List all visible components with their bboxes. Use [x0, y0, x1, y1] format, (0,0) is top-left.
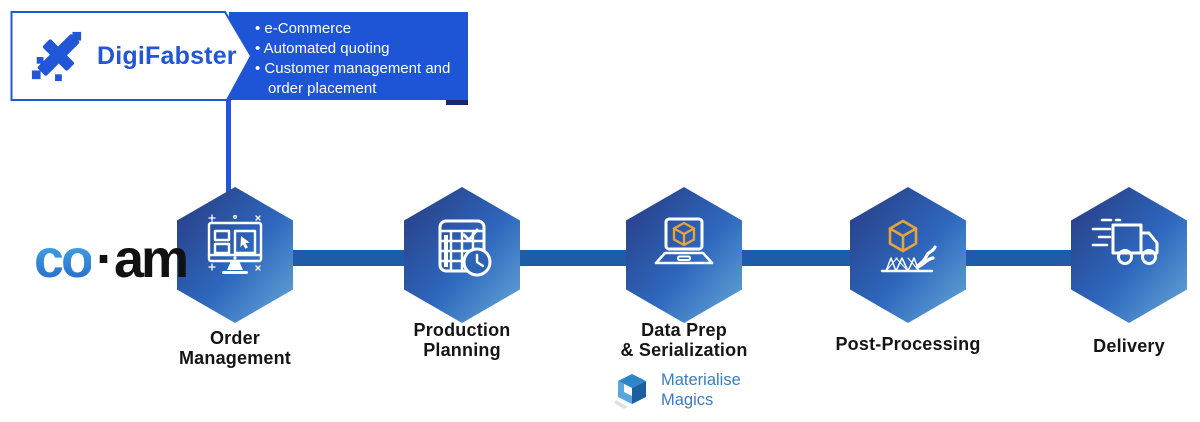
coam-logo-co: co: [34, 229, 94, 289]
hexagon-production-planning: [404, 187, 520, 323]
digifabster-pixel-x-icon: [31, 31, 82, 82]
callout-connector-line: [226, 98, 231, 193]
materialise-magics-logo: Materialise Magics: [614, 370, 741, 410]
coam-logo: co·am: [34, 228, 189, 290]
hexagon-delivery: [1071, 187, 1187, 323]
step-label-order-management: Order Management: [178, 328, 292, 368]
digifabster-wordmark: DigiFabster: [97, 41, 237, 70]
laptop-cube-icon: [654, 217, 714, 265]
digifabster-logo: DigiFabster: [30, 28, 237, 84]
coam-logo-am: am: [114, 229, 189, 289]
digifabster-features-panel: e-Commerce Automated quoting Customer ma…: [229, 12, 468, 100]
feature-item: Automated quoting: [255, 39, 462, 59]
magics-wordmark: Materialise Magics: [661, 370, 741, 410]
features-list: e-Commerce Automated quoting Customer ma…: [255, 19, 462, 99]
hexagon-post-processing: [850, 187, 966, 323]
hexagon-data-prep: [626, 187, 742, 323]
monitor-icon: [207, 214, 263, 274]
magics-cube-icon: [614, 374, 646, 409]
digifabster-callout-box: [10, 11, 253, 101]
coam-logo-dot: ·: [96, 229, 114, 289]
calendar-clock-icon: [438, 219, 492, 277]
feature-item: Customer management and order placement: [255, 59, 462, 99]
magics-wordmark-line1: Materialise: [661, 371, 741, 389]
step-label-production-planning: Production Planning: [413, 320, 511, 360]
step-label-post-processing: Post-Processing: [835, 334, 981, 354]
step-label-data-prep: Data Prep & Serialization: [620, 320, 748, 360]
features-panel-shadow: [446, 100, 468, 105]
step-label-delivery: Delivery: [1093, 336, 1165, 356]
hexagon-order-management: [177, 187, 293, 323]
cube-supports-cutter-icon: [880, 219, 937, 273]
magics-wordmark-line2: Magics: [661, 391, 714, 409]
feature-item: e-Commerce: [255, 19, 462, 39]
truck-icon: [1091, 218, 1159, 265]
